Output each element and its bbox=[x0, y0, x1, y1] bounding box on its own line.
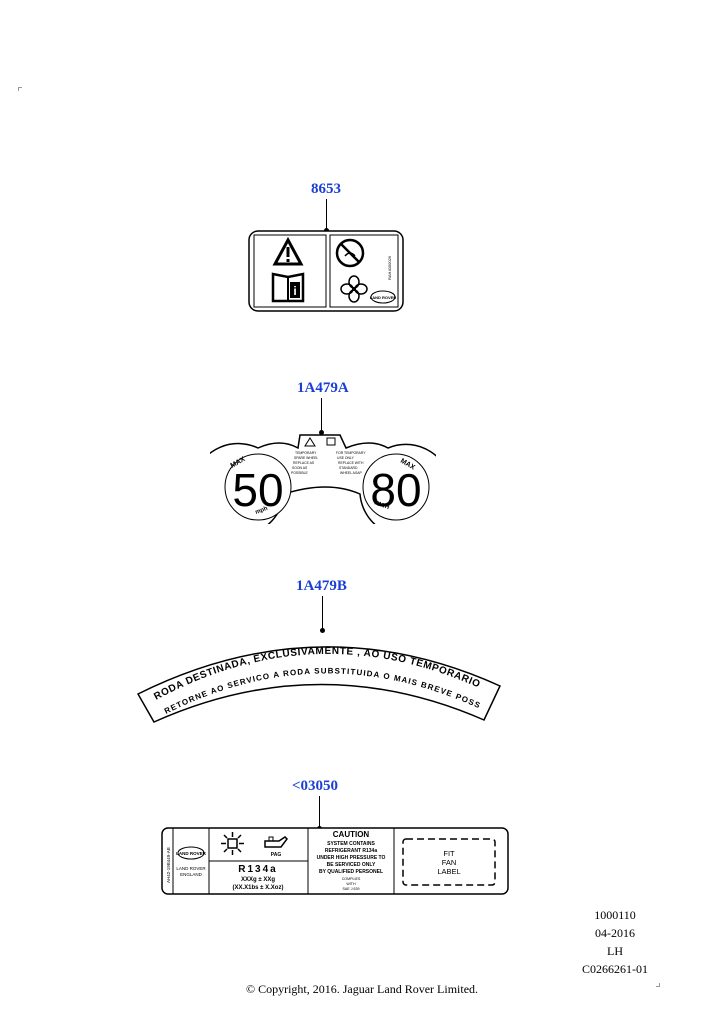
leader-line-8653 bbox=[326, 199, 327, 229]
center-warning-icon bbox=[304, 437, 316, 447]
caution-text: SYSTEM CONTAINS REFRIGERANT R134a UNDER … bbox=[317, 841, 386, 875]
complies-text: COMPLIES WITH SAE J 639 bbox=[342, 877, 361, 891]
svg-text:COMPLIES: COMPLIES bbox=[342, 877, 361, 881]
svg-text:SAE J 639: SAE J 639 bbox=[343, 887, 360, 891]
reference-block: 1000110 04-2016 LH C0266261-01 bbox=[582, 906, 648, 978]
right-unit-text: KM/H bbox=[373, 500, 389, 511]
issue-date: 04-2016 bbox=[595, 926, 635, 940]
svg-text:FOR TEMPORARY: FOR TEMPORARY bbox=[336, 451, 366, 455]
label-1A479B: RODA DESTINADA, EXCLUSIVAMENTE , AO USO … bbox=[134, 628, 502, 723]
fan-icon bbox=[340, 275, 368, 303]
svg-text:FAN: FAN bbox=[442, 858, 457, 867]
right-speed-text: 80 bbox=[370, 464, 421, 516]
svg-text:REPLACE WITH: REPLACE WITH bbox=[338, 461, 364, 465]
label-8653: i RAH4000029 LAND ROVER bbox=[248, 230, 404, 312]
label-03050: AH42-19B449-AB LAND ROVER LAND ROVER ENG… bbox=[161, 827, 509, 895]
leader-line-1A479B bbox=[322, 596, 323, 629]
svg-text:WHEEL ASAP: WHEEL ASAP bbox=[340, 471, 362, 475]
refrigerant-qty-g: XXXg ± XXg bbox=[241, 877, 275, 883]
refrigerant-qty-lbs: (XX.X1bs ± X.Xoz) bbox=[233, 885, 284, 891]
manual-info-icon: i bbox=[271, 272, 305, 303]
svg-text:FIT: FIT bbox=[443, 849, 455, 858]
svg-text:i: i bbox=[293, 284, 296, 298]
refrigerant-sun-icon bbox=[221, 832, 244, 855]
callout-1A479B[interactable]: 1A479B bbox=[296, 578, 347, 594]
callout-03050[interactable]: <03050 bbox=[292, 778, 339, 794]
leader-dot-1A479B bbox=[320, 628, 325, 633]
fit-fan-label-text: FIT FAN LABEL bbox=[437, 849, 460, 876]
fit-fan-label-box bbox=[402, 838, 496, 886]
svg-text:LABEL: LABEL bbox=[437, 867, 460, 876]
caution-title: CAUTION bbox=[333, 830, 370, 839]
svg-text:BE SERVICED ONLY: BE SERVICED ONLY bbox=[327, 862, 376, 868]
illustration-code: C0266261-01 bbox=[582, 962, 648, 976]
warning-triangle-icon bbox=[272, 236, 304, 266]
svg-text:SYSTEM CONTAINS: SYSTEM CONTAINS bbox=[327, 841, 375, 847]
svg-text:POSSIBLE: POSSIBLE bbox=[291, 471, 309, 475]
oil-label: PAG bbox=[271, 852, 282, 858]
side-code-text: AH42-19B449-AB bbox=[166, 847, 171, 883]
refrigerant-name: R134a bbox=[238, 864, 277, 875]
svg-text:UNDER HIGH PRESSURE TO: UNDER HIGH PRESSURE TO bbox=[317, 855, 386, 861]
callout-8653[interactable]: 8653 bbox=[311, 181, 341, 197]
origin-line-2: ENGLAND bbox=[180, 872, 203, 877]
callout-1A479A[interactable]: 1A479A bbox=[297, 380, 349, 396]
svg-text:TEMPORARY: TEMPORARY bbox=[295, 451, 317, 455]
svg-text:LAND ROVER: LAND ROVER bbox=[370, 295, 397, 300]
left-speed-text: 50 bbox=[232, 464, 283, 516]
corner-mark-top-left bbox=[18, 87, 22, 91]
part-code-text: RAH4000029 bbox=[387, 255, 392, 280]
copyright-notice: © Copyright, 2016. Jaguar Land Rover Lim… bbox=[245, 982, 479, 996]
leader-line-1A479A bbox=[321, 398, 322, 431]
svg-text:SPARE WHEEL: SPARE WHEEL bbox=[294, 456, 318, 460]
center-left-text: TEMPORARY SPARE WHEEL REPLACE AS SOON AS… bbox=[291, 451, 318, 475]
svg-text:BY QUALIFIED PERSONEL: BY QUALIFIED PERSONEL bbox=[319, 869, 383, 875]
reference-number: 1000110 bbox=[594, 908, 636, 922]
leader-dot-1A479A bbox=[319, 430, 324, 435]
svg-text:LAND ROVER: LAND ROVER bbox=[176, 851, 207, 856]
svg-text:SOON AS: SOON AS bbox=[292, 466, 308, 470]
svg-text:REFRIGERANT R134a: REFRIGERANT R134a bbox=[325, 848, 377, 854]
oil-can-icon bbox=[264, 836, 288, 848]
leader-line-03050 bbox=[319, 796, 320, 828]
land-rover-logo: LAND ROVER bbox=[370, 290, 397, 304]
svg-text:REPLACE AS: REPLACE AS bbox=[293, 461, 315, 465]
side-indicator: LH bbox=[607, 944, 623, 958]
land-rover-logo-small: LAND ROVER bbox=[176, 846, 207, 860]
origin-line-1: LAND ROVER bbox=[176, 866, 206, 871]
svg-text:WITH: WITH bbox=[346, 882, 356, 886]
svg-text:STANDARD: STANDARD bbox=[339, 466, 358, 470]
svg-text:USE ONLY: USE ONLY bbox=[337, 456, 355, 460]
left-unit-text: mph bbox=[255, 506, 269, 516]
center-manual-icon bbox=[326, 437, 336, 446]
center-right-text: FOR TEMPORARY USE ONLY REPLACE WITH STAN… bbox=[336, 451, 366, 475]
label-1A479A: MAX 50 mph MAX 80 KM/H TEMPORARY SPARE W… bbox=[210, 434, 436, 524]
no-fan-contact-icon bbox=[335, 238, 365, 268]
